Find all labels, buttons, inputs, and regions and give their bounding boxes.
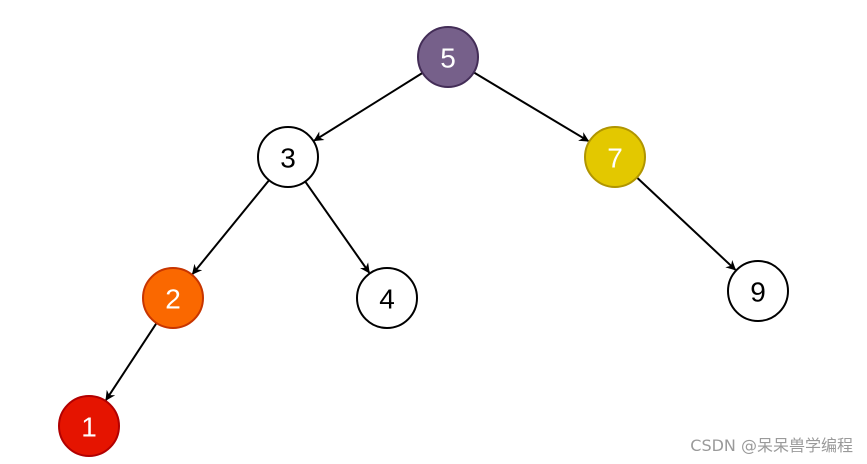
node-circle-7 [584,126,646,188]
node-label-2: 2 [165,284,181,315]
node-label-7: 7 [607,143,623,174]
node-label-9: 9 [750,277,766,308]
watermark-text: CSDN @呆呆兽学编程 [690,436,853,455]
edge-n5-n7 [473,71,590,142]
edge-n7-n9 [636,176,737,271]
node-circle-1 [58,395,120,457]
nodes-layer: 5 3 7 2 4 9 1 [58,26,789,457]
tree-node-2: 2 [142,267,204,329]
tree-node-7: 7 [584,126,646,188]
node-label-4: 4 [379,284,395,315]
edge-n3-n4 [304,180,371,274]
tree-node-1: 1 [58,395,120,457]
node-label-1: 1 [81,412,97,443]
node-circle-2 [142,267,204,329]
tree-node-4: 4 [356,267,418,329]
tree-node-3: 3 [257,126,319,188]
edge-n3-n2 [191,179,270,275]
tree-node-5: 5 [417,26,479,88]
node-circle-4 [356,267,418,329]
edge-n2-n1 [105,322,158,401]
node-circle-5 [417,26,479,88]
tree-node-9: 9 [727,260,789,322]
node-label-5: 5 [440,43,456,74]
edge-n5-n3 [313,72,424,142]
node-label-3: 3 [280,143,296,174]
edges-layer [105,71,737,401]
node-circle-3 [257,126,319,188]
node-circle-9 [727,260,789,322]
